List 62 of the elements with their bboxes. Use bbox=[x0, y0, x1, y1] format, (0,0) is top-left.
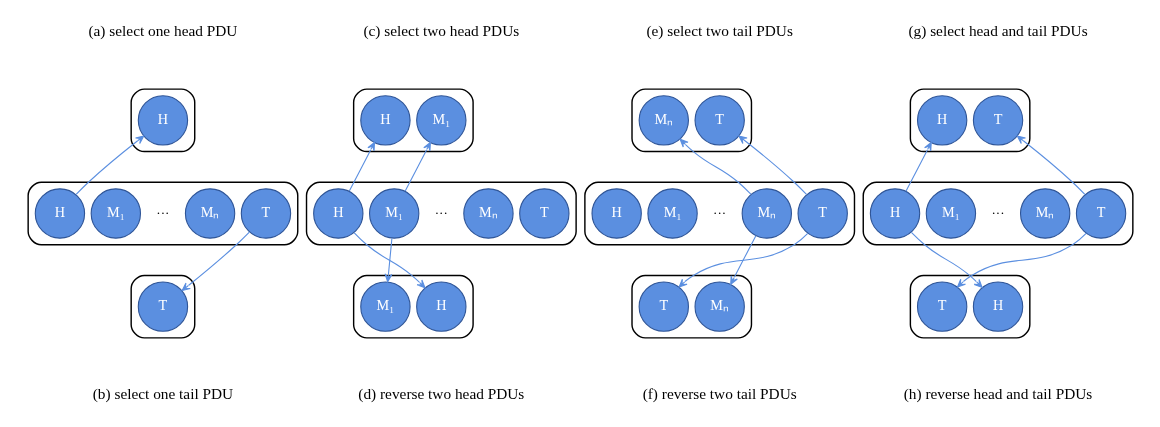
label: (g) select head and tail PDUs bbox=[907, 22, 1088, 40]
arrow bbox=[404, 142, 431, 192]
node-circle: T bbox=[1075, 188, 1126, 239]
arrow bbox=[75, 135, 144, 196]
node-circle: M₁ bbox=[415, 95, 467, 146]
node-circle: Mₙ bbox=[184, 188, 235, 239]
node-circle: Mₙ bbox=[741, 188, 792, 239]
node-circle: T bbox=[797, 188, 848, 239]
arrow bbox=[348, 142, 375, 192]
node-circle: H bbox=[972, 281, 1023, 332]
arrow bbox=[181, 231, 250, 292]
node-circle: M₁ bbox=[925, 188, 976, 239]
node-circle: Mₙ bbox=[1019, 188, 1070, 239]
label: (a) select one head PDU bbox=[87, 22, 237, 40]
arrow bbox=[679, 138, 751, 195]
label: ··· bbox=[712, 204, 726, 220]
node-circle: M₁ bbox=[90, 188, 141, 239]
arrow bbox=[678, 232, 808, 288]
cluster bbox=[129, 88, 195, 153]
label: (c) select two head PDUs bbox=[362, 22, 519, 40]
node-circle: H bbox=[137, 95, 188, 146]
node-circle: T bbox=[972, 95, 1023, 146]
node-circle: H bbox=[312, 188, 363, 239]
node-circle: H bbox=[359, 95, 411, 146]
cluster bbox=[129, 274, 195, 339]
node-circle: H bbox=[590, 188, 642, 239]
arrow bbox=[910, 231, 983, 288]
node-circle: T bbox=[518, 188, 570, 239]
node-circle: T bbox=[137, 281, 188, 332]
arrow bbox=[729, 235, 756, 285]
label: (f) reverse two tail PDUs bbox=[642, 384, 797, 402]
label: (d) reverse two head PDUs bbox=[357, 384, 524, 402]
cluster bbox=[583, 181, 855, 246]
cluster bbox=[26, 181, 298, 246]
node-circle: H bbox=[916, 95, 967, 146]
label: (h) reverse head and tail PDUs bbox=[903, 384, 1092, 402]
node-circle: T bbox=[240, 188, 291, 239]
node-circle: T bbox=[693, 95, 745, 146]
node-circle: Mₙ bbox=[693, 281, 745, 332]
arrow bbox=[383, 237, 392, 283]
node-circle: H bbox=[869, 188, 920, 239]
label: (b) select one tail PDU bbox=[92, 384, 233, 402]
label: ··· bbox=[434, 204, 448, 220]
node-circle: Mₙ bbox=[462, 188, 514, 239]
cluster bbox=[909, 274, 1031, 339]
node-circle: H bbox=[34, 188, 85, 239]
node-circle: M₁ bbox=[368, 188, 419, 239]
arrow bbox=[1016, 135, 1085, 196]
label: (e) select two tail PDUs bbox=[645, 22, 793, 40]
arrow bbox=[737, 135, 807, 196]
cluster bbox=[862, 181, 1134, 246]
node-circle: M₁ bbox=[646, 188, 698, 239]
label: ··· bbox=[155, 204, 170, 220]
arrow bbox=[905, 142, 932, 192]
node-circle: T bbox=[638, 281, 689, 332]
arrow bbox=[956, 232, 1087, 288]
arrow bbox=[353, 232, 426, 289]
cluster bbox=[630, 88, 752, 153]
node-circle: T bbox=[916, 281, 967, 332]
cluster bbox=[305, 181, 577, 246]
node-circle: M₁ bbox=[359, 281, 411, 332]
label: ··· bbox=[990, 204, 1005, 220]
